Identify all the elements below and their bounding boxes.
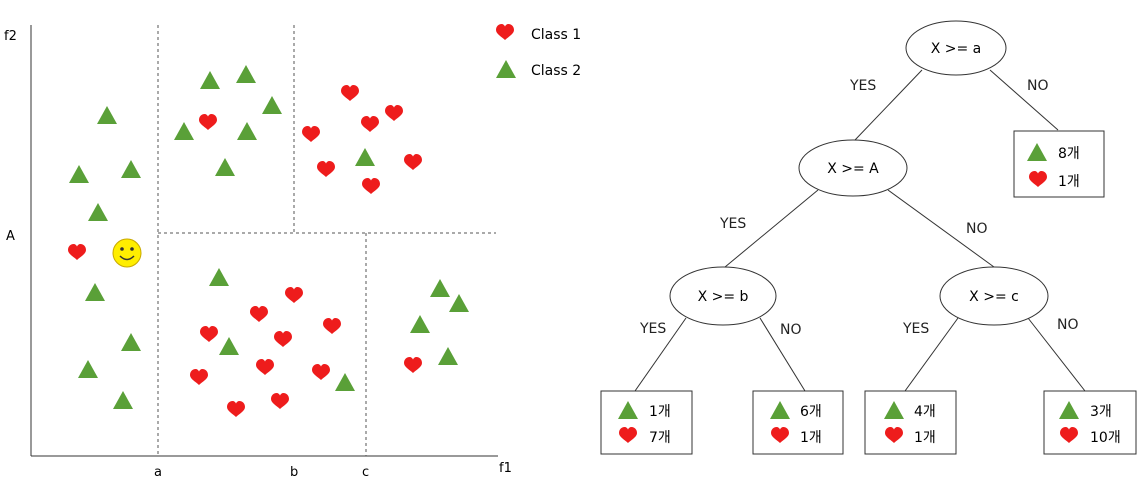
- class2-point: [200, 71, 220, 89]
- leaf-count-heart: 10개: [1090, 430, 1121, 446]
- edge-lr-no: [1027, 317, 1086, 392]
- edge-label-lr-yes: YES: [902, 321, 929, 337]
- class1-point: [361, 116, 379, 132]
- edge-ll-no: [759, 317, 806, 392]
- feature-space-plot: f2 f1 A a b c: [4, 24, 581, 480]
- class1-point: [341, 85, 359, 101]
- edge-left-no: [887, 189, 995, 268]
- class2-point: [69, 165, 89, 183]
- class2-point: [121, 333, 141, 351]
- class1-point: [256, 359, 274, 375]
- class2-point: [97, 106, 117, 124]
- class2-point: [215, 158, 235, 176]
- class1-point: [68, 244, 86, 260]
- class2-point: [209, 268, 229, 286]
- edge-label-lr-no: NO: [1057, 317, 1079, 333]
- class2-point: [88, 203, 108, 221]
- y-axis-label: f2: [4, 29, 17, 44]
- split-label-A: A: [6, 229, 15, 244]
- legend: Class 1 Class 2: [496, 24, 581, 79]
- leaf-count-tri: 3개: [1090, 404, 1112, 420]
- class1-point: [312, 364, 330, 380]
- x-axis-label: f1: [499, 461, 512, 476]
- leaf-ll-yes: 1개 7개: [600, 390, 693, 455]
- class2-point: [113, 391, 133, 409]
- split-label-c: c: [362, 465, 369, 480]
- split-label-b: b: [290, 465, 298, 480]
- legend-heart-icon: [496, 24, 514, 40]
- class1-point: [199, 114, 217, 130]
- class1-point: [323, 318, 341, 334]
- leaf-count-heart: 1개: [914, 430, 936, 446]
- class2-point: [355, 148, 375, 166]
- leaf-count-tri: 8개: [1058, 146, 1080, 162]
- node-lr-label: X >= c: [969, 289, 1019, 305]
- leaf-lr-no: 3개 10개: [1043, 390, 1137, 455]
- class2-point: [438, 347, 458, 365]
- legend-class1: Class 1: [531, 27, 581, 43]
- node-ll-label: X >= b: [698, 289, 749, 305]
- class1-point: [274, 331, 292, 347]
- legend-triangle-icon: [496, 60, 516, 78]
- edge-label-left-yes: YES: [719, 216, 746, 232]
- leaf-count-tri: 6개: [800, 404, 822, 420]
- smiley-face-icon: [112, 238, 142, 268]
- leaf-root-no: 8개 1개: [1013, 130, 1105, 198]
- leaf-count-heart: 1개: [800, 430, 822, 446]
- class1-point: [200, 326, 218, 342]
- edge-lr-yes: [904, 317, 959, 392]
- class2-point: [236, 65, 256, 83]
- leaf-ll-no: 6개 1개: [752, 390, 844, 455]
- edge-label-ll-yes: YES: [639, 321, 666, 337]
- class1-point: [271, 393, 289, 409]
- class2-point: [237, 122, 257, 140]
- class1-point: [317, 161, 335, 177]
- class1-point: [385, 105, 403, 121]
- class1-point: [285, 287, 303, 303]
- edge-ll-yes: [634, 317, 687, 392]
- class2-point: [121, 160, 141, 178]
- edge-root-no: [989, 69, 1059, 131]
- class2-point: [219, 337, 239, 355]
- legend-class2: Class 2: [531, 63, 581, 79]
- node-root: X >= a: [905, 20, 1007, 76]
- leaf-count-heart: 7개: [649, 430, 671, 446]
- node-left: X >= A: [798, 139, 908, 197]
- edge-label-root-yes: YES: [849, 78, 876, 94]
- node-root-label: X >= a: [931, 41, 982, 57]
- class1-point: [404, 357, 422, 373]
- class1-point: [302, 126, 320, 142]
- class1-point: [190, 369, 208, 385]
- node-ll: X >= b: [669, 266, 777, 326]
- node-left-label: X >= A: [827, 161, 879, 177]
- class1-point: [362, 178, 380, 194]
- class2-point: [262, 96, 282, 114]
- edge-left-yes: [724, 189, 819, 268]
- node-lr: X >= c: [939, 266, 1049, 326]
- split-label-a: a: [154, 465, 162, 480]
- decision-tree: YES NO YES NO YES NO YES NO X >= a X >= …: [600, 20, 1137, 455]
- class2-point: [78, 360, 98, 378]
- leaf-count-tri: 1개: [649, 404, 671, 420]
- edge-label-ll-no: NO: [780, 322, 802, 338]
- leaf-count-tri: 4개: [914, 404, 936, 420]
- leaf-lr-yes: 4개 1개: [864, 390, 957, 455]
- class1-point: [250, 306, 268, 322]
- edge-root-yes: [854, 69, 923, 141]
- class2-point: [174, 122, 194, 140]
- class2-point: [85, 283, 105, 301]
- class1-point: [404, 154, 422, 170]
- class1-point: [227, 401, 245, 417]
- class2-point: [430, 279, 450, 297]
- class2-point: [335, 373, 355, 391]
- edge-label-root-no: NO: [1027, 78, 1049, 94]
- leaf-count-heart: 1개: [1058, 174, 1080, 190]
- edge-label-left-no: NO: [966, 221, 988, 237]
- class2-point: [410, 315, 430, 333]
- class2-point: [449, 294, 469, 312]
